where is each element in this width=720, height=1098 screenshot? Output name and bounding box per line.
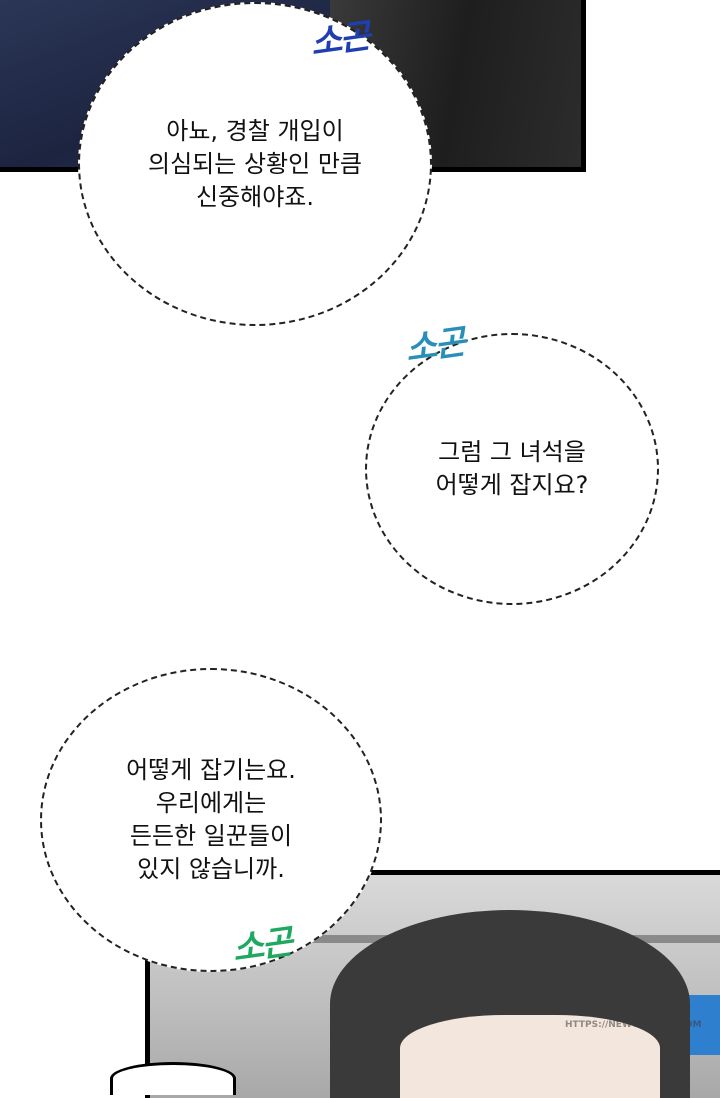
bubble-line: 아뇨, 경찰 개입이 <box>166 116 344 145</box>
character-face <box>400 1015 660 1098</box>
bubble-line: 신중해야죠. <box>195 182 314 211</box>
partial-speech-bubble <box>110 1062 236 1095</box>
speech-bubble-2: 그럼 그 녀석을 어떻게 잡지요? <box>365 333 659 605</box>
bubble-line: 의심되는 상황인 만큼 <box>148 149 362 178</box>
bubble-line: 그럼 그 녀석을 <box>438 438 586 466</box>
bubble-line: 있지 않습니까. <box>137 855 285 883</box>
speech-bubble-1: 아뇨, 경찰 개입이 의심되는 상황인 만큼 신중해야죠. <box>78 2 432 326</box>
watermark: HTTPS://NEWTOKI468.COM <box>565 1020 702 1030</box>
bubble-line: 어떻게 잡지요? <box>435 471 589 499</box>
bubble-line: 어떻게 잡기는요. <box>126 756 296 784</box>
whisper-sfx-3: 소곤 <box>229 922 294 970</box>
bubble-line: 우리에게는 <box>155 789 267 817</box>
speech-bubble-3: 어떻게 잡기는요. 우리에게는 든든한 일꾼들이 있지 않습니까. <box>40 668 382 972</box>
whisper-sfx-1: 소곤 <box>307 16 372 64</box>
whisper-sfx-2: 소곤 <box>402 322 467 370</box>
bubble-line: 든든한 일꾼들이 <box>129 822 293 850</box>
